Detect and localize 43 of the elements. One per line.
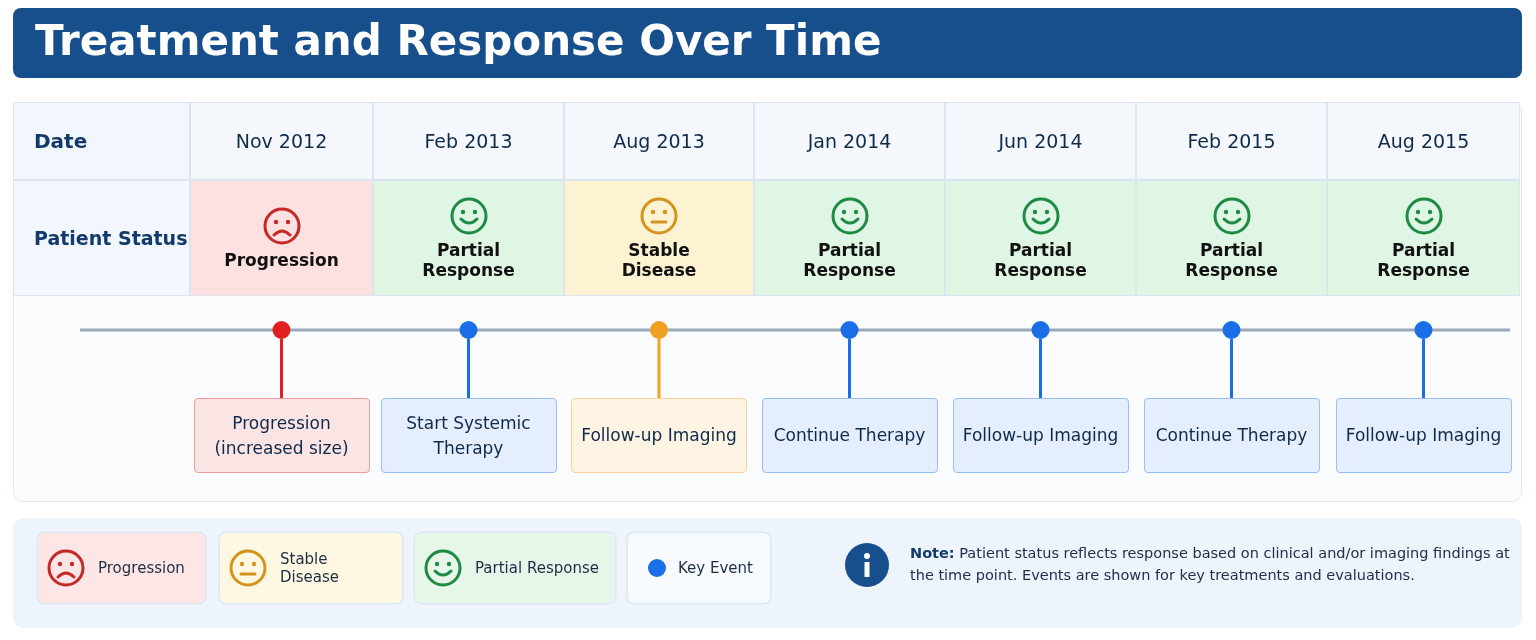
event-dot (840, 321, 859, 339)
event-box: Follow-up Imaging (952, 398, 1129, 473)
event-dot (1414, 321, 1433, 339)
leader-line (280, 339, 283, 398)
date-label: Jun 2014 (996, 128, 1084, 154)
event-box: Progression (increased size) (193, 398, 370, 473)
date-label: Aug 2013 (612, 128, 706, 154)
event-box: Follow-up Imaging (571, 398, 747, 473)
note-text: Note: Patient status reflects response based on clinical and/or imaging findings at the time point. Events are shown for key treatments and evaluations. (910, 544, 1510, 586)
event-dot (1222, 321, 1241, 339)
status-label: Progression (223, 249, 340, 271)
event-box: Continue Therapy (1143, 398, 1320, 473)
event-dot (459, 321, 478, 339)
date-label: Feb 2015 (1186, 128, 1277, 154)
status-label: Partial Response (421, 239, 516, 281)
event-box: Continue Therapy (761, 398, 938, 473)
leader-line (1422, 339, 1425, 398)
status-label: Partial Response (993, 239, 1088, 281)
date-label: Jan 2014 (805, 128, 893, 154)
legend-label: Key Event (678, 559, 753, 577)
date-label: Feb 2013 (423, 128, 514, 154)
leader-line (848, 339, 851, 398)
row-header: Patient Status (13, 180, 190, 296)
leader-line (657, 339, 661, 398)
event-dot (650, 321, 668, 339)
event-box: Start Systemic Therapy (380, 398, 557, 473)
status-label: Stable Disease (620, 239, 698, 281)
legend-label: Progression (98, 559, 185, 577)
leader-line (1230, 339, 1233, 398)
status-label: Partial Response (802, 239, 897, 281)
title: Treatment and Response Over Time (13, 8, 1522, 78)
event-dot (1031, 321, 1050, 339)
date-label: Aug 2015 (1376, 128, 1471, 154)
status-label: Partial Response (1376, 239, 1471, 281)
leader-line (1039, 339, 1042, 398)
row-header: Date (13, 102, 190, 180)
event-dot (272, 321, 291, 339)
event-box: Follow-up Imaging (1335, 398, 1512, 473)
date-label: Nov 2012 (234, 128, 329, 154)
status-label: Partial Response (1184, 239, 1279, 281)
leader-line (467, 339, 470, 398)
legend-label: Partial Response (475, 559, 599, 577)
legend-label: Stable Disease (280, 550, 340, 586)
